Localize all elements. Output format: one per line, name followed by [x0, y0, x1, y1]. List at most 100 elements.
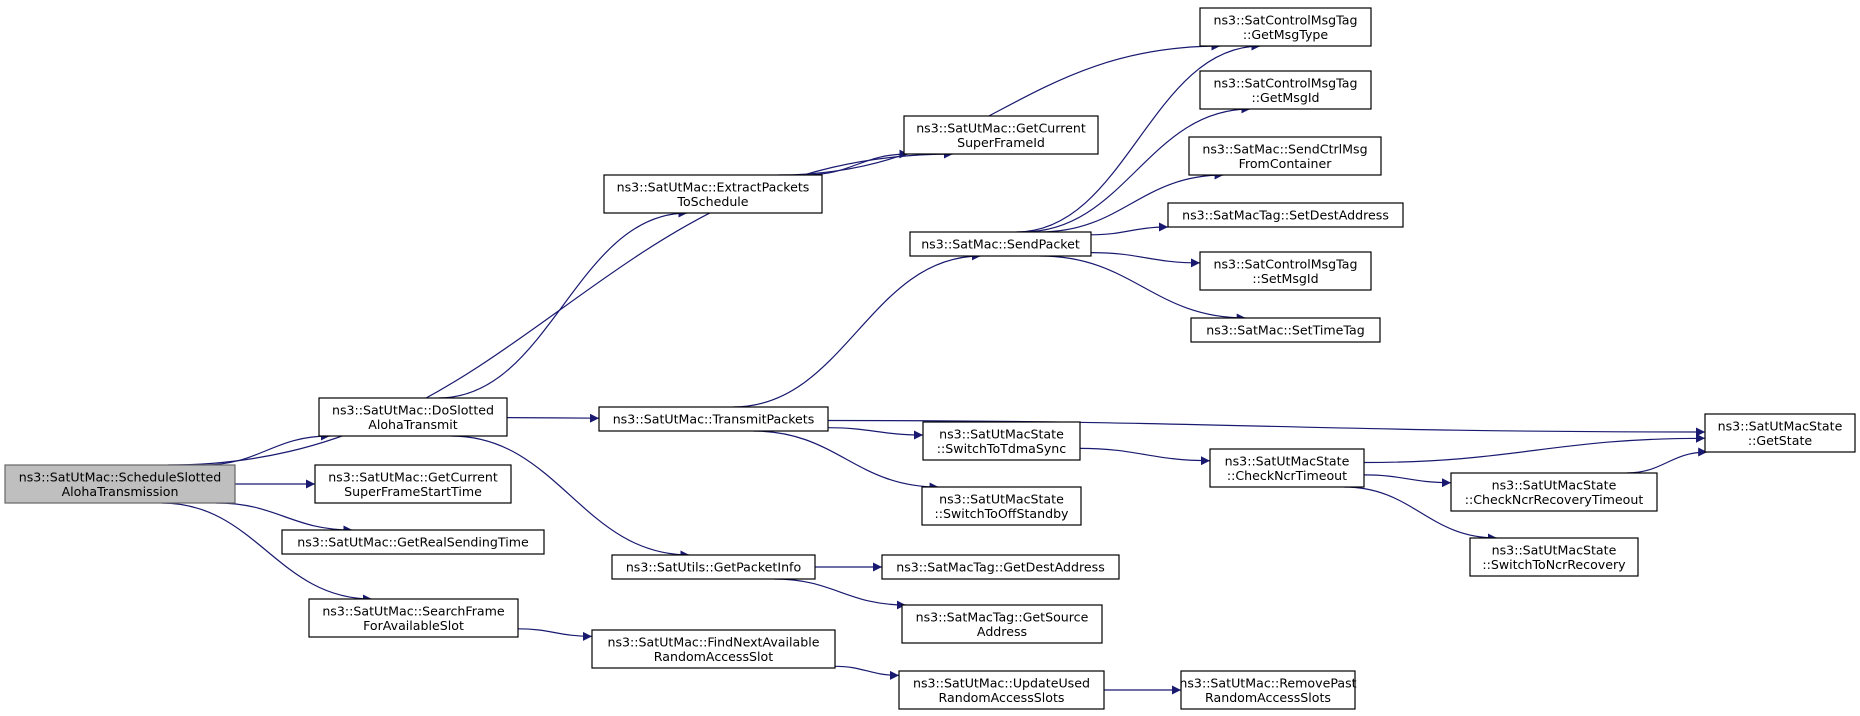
edge-n8-to-n16: [774, 578, 906, 610]
node-box[interactable]: [1469, 537, 1639, 577]
node-label-line: ns3::SatUtMac::GetCurrent: [916, 120, 1086, 135]
function-node[interactable]: ns3::SatControlMsgTag::GetMsgId: [1199, 70, 1372, 110]
root-function-node[interactable]: ns3::SatUtMac::ScheduleSlottedAlohaTrans…: [4, 464, 236, 504]
node-box[interactable]: [1199, 7, 1372, 47]
node-label-line: Address: [977, 624, 1027, 639]
function-node[interactable]: ns3::SatControlMsgTag::SetMsgId: [1199, 251, 1372, 291]
node-label-line: FromContainer: [1239, 156, 1333, 171]
node-label-line: RandomAccessSlots: [939, 690, 1065, 705]
edge-n1-to-n6: [438, 208, 688, 399]
node-box[interactable]: [1199, 70, 1372, 110]
function-node[interactable]: ns3::SatUtMacState::SwitchToTdmaSync: [922, 421, 1081, 461]
function-node[interactable]: ns3::SatUtMacState::SwitchToOffStandby: [921, 486, 1082, 526]
node-label-line: ns3::SatUtMacState: [1492, 542, 1617, 557]
edge-n0-to-n5: [161, 502, 372, 604]
node-label-line: ns3::SatUtMac::ScheduleSlotted: [19, 469, 222, 484]
node-box[interactable]: [901, 604, 1103, 644]
node-label-line: ns3::SatUtMac::GetCurrent: [328, 469, 498, 484]
node-box[interactable]: [4, 464, 236, 504]
node-box[interactable]: [1704, 413, 1856, 453]
node-box[interactable]: [1188, 136, 1382, 176]
node-label-line: ns3::SatUtMacState: [1492, 477, 1617, 492]
node-label-line: ::SwitchToTdmaSync: [937, 441, 1066, 456]
node-label-line: ns3::SatControlMsgTag: [1214, 75, 1358, 90]
function-node[interactable]: ns3::SatUtMac::FindNextAvailableRandomAc…: [591, 629, 836, 669]
function-node[interactable]: ns3::SatUtMac::TransmitPackets: [598, 406, 829, 432]
edge-n6-to-n10: [778, 41, 1221, 176]
node-box[interactable]: [1209, 448, 1365, 488]
function-node[interactable]: ns3::SatControlMsgTag::GetMsgType: [1199, 7, 1372, 47]
function-node[interactable]: ns3::SatMac::SetTimeTag: [1190, 317, 1381, 343]
node-label-line: ns3::SatUtMac::DoSlotted: [332, 402, 494, 417]
node-box[interactable]: [314, 464, 512, 504]
node-label-line: ns3::SatMacTag::SetDestAddress: [1182, 208, 1389, 223]
node-box[interactable]: [903, 115, 1099, 155]
node-label-line: AlohaTransmit: [368, 417, 458, 432]
edge-n11-to-n20: [1039, 170, 1224, 233]
edges: [161, 41, 1708, 695]
node-box[interactable]: [1167, 202, 1404, 228]
node-label-line: ns3::SatMacTag::GetDestAddress: [896, 560, 1105, 575]
function-node[interactable]: ns3::SatUtMac::GetCurrentSuperFrameStart…: [314, 464, 512, 504]
node-box[interactable]: [909, 231, 1092, 257]
node-box[interactable]: [308, 598, 519, 638]
node-label-line: ns3::SatUtils::GetPacketInfo: [626, 560, 802, 575]
node-label-line: SuperFrameStartTime: [344, 484, 482, 499]
edge-n24-to-n12: [1363, 433, 1706, 464]
node-label-line: ns3::SatUtMac::GetRealSendingTime: [297, 535, 529, 550]
function-node[interactable]: ns3::SatUtils::GetPacketInfo: [611, 554, 816, 580]
function-node[interactable]: ns3::SatUtMac::SearchFrameForAvailableSl…: [308, 598, 519, 638]
node-label-line: ns3::SatMac::SetTimeTag: [1206, 323, 1365, 338]
node-box[interactable]: [922, 421, 1081, 461]
node-label-line: ::GetState: [1748, 433, 1813, 448]
edge-n24-to-n26: [1343, 486, 1498, 543]
edge-n1-to-n7: [506, 413, 600, 423]
edge-n25-to-n12: [1626, 447, 1708, 474]
function-node[interactable]: ns3::SatUtMacState::CheckNcrTimeout: [1209, 448, 1365, 488]
edge-n0-to-n4: [215, 502, 353, 535]
node-label-line: ns3::SatUtMacState: [1225, 453, 1350, 468]
function-node[interactable]: ns3::SatMacTag::SetDestAddress: [1167, 202, 1404, 228]
node-box[interactable]: [1190, 317, 1381, 343]
node-label-line: ns3::SatUtMac::FindNextAvailable: [608, 634, 820, 649]
node-label-line: ns3::SatUtMacState: [939, 426, 1064, 441]
node-box[interactable]: [921, 486, 1082, 526]
node-label-line: ns3::SatMac::SendPacket: [921, 237, 1080, 252]
node-box[interactable]: [591, 629, 836, 669]
node-label-line: ::GetMsgId: [1251, 90, 1319, 105]
node-box[interactable]: [881, 554, 1120, 580]
node-label-line: AlohaTransmission: [62, 484, 179, 499]
node-label-line: ::SetMsgId: [1252, 271, 1318, 286]
node-box[interactable]: [1450, 472, 1658, 512]
node-label-line: ns3::SatUtMac::SearchFrame: [322, 603, 505, 618]
edge-n13-to-n24: [1079, 447, 1211, 466]
node-box[interactable]: [318, 397, 508, 437]
function-node[interactable]: ns3::SatUtMacState::CheckNcrRecoveryTime…: [1450, 472, 1658, 512]
edge-n7-to-n11: [733, 251, 981, 408]
node-label-line: ::CheckNcrTimeout: [1227, 468, 1347, 483]
function-node[interactable]: ns3::SatUtMacState::SwitchToNcrRecovery: [1469, 537, 1639, 577]
function-node[interactable]: ns3::SatMacTag::GetDestAddress: [881, 554, 1120, 580]
node-box[interactable]: [603, 174, 823, 214]
function-node[interactable]: ns3::SatMac::SendPacket: [909, 231, 1092, 257]
nodes: ns3::SatUtMac::ScheduleSlottedAlohaTrans…: [4, 7, 1856, 710]
node-box[interactable]: [598, 406, 829, 432]
node-label-line: ns3::SatControlMsgTag: [1214, 12, 1358, 27]
function-node[interactable]: ns3::SatUtMacState::GetState: [1704, 413, 1856, 453]
node-box[interactable]: [281, 529, 545, 555]
node-box[interactable]: [611, 554, 816, 580]
function-node[interactable]: ns3::SatUtMac::GetRealSendingTime: [281, 529, 545, 555]
edge-n9-to-n17: [834, 665, 900, 680]
edge-n7-to-n14: [753, 430, 939, 492]
node-box[interactable]: [1199, 251, 1372, 291]
function-node[interactable]: ns3::SatUtMac::RemovePastRandomAccessSlo…: [1179, 670, 1357, 710]
function-node[interactable]: ns3::SatUtMac::UpdateUsedRandomAccessSlo…: [898, 670, 1105, 710]
node-box[interactable]: [898, 670, 1105, 710]
node-box[interactable]: [1180, 670, 1356, 710]
